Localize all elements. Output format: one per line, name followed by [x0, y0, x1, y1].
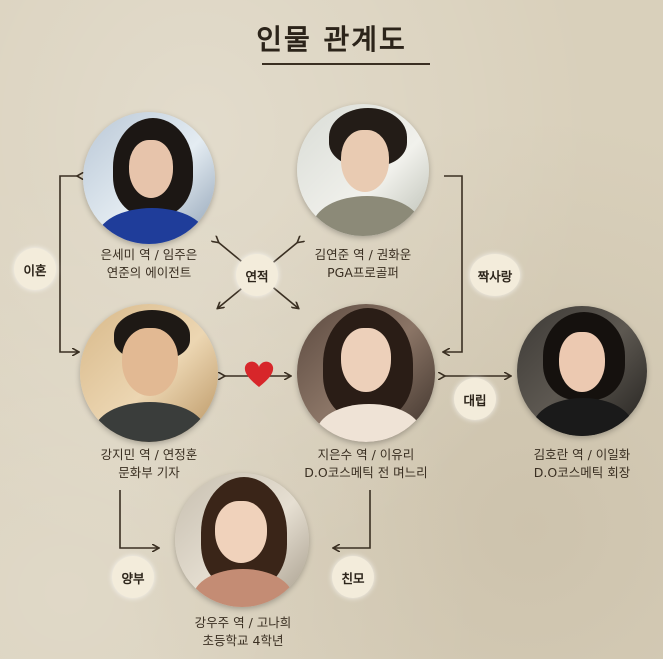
- badge-birth-mother: 친모: [332, 556, 374, 598]
- caption-kang-jimin: 강지민 역 / 연정훈 문화부 기자: [74, 446, 224, 482]
- caption-line1: 강지민 역 / 연정훈: [100, 447, 198, 462]
- caption-kang-wooju: 강우주 역 / 고나희 초등학교 4학년: [168, 614, 318, 650]
- caption-line1: 강우주 역 / 고나희: [194, 615, 292, 630]
- caption-line2: D.O코스메틱 전 며느리: [304, 465, 428, 480]
- caption-ji-eunsu: 지은수 역 / 이유리 D.O코스메틱 전 며느리: [276, 446, 456, 482]
- badge-rivals: 연적: [236, 254, 278, 296]
- portrait-eun-semi: [83, 112, 215, 244]
- badge-crush: 짝사랑: [470, 254, 520, 296]
- caption-line2: D.O코스메틱 회장: [533, 465, 631, 480]
- heart-icon: [244, 361, 274, 387]
- caption-line1: 지은수 역 / 이유리: [317, 447, 415, 462]
- portrait-kang-wooju: [175, 473, 309, 607]
- title-underline: [262, 63, 430, 65]
- birthmother-line: [334, 490, 371, 548]
- portrait-kim-horan: [517, 306, 647, 436]
- caption-line2: 연준의 에이전트: [106, 265, 192, 280]
- caption-line1: 은세미 역 / 임주은: [100, 247, 198, 262]
- badge-divorce: 이혼: [14, 248, 56, 290]
- crush-line: [444, 175, 463, 352]
- portrait-kang-jimin: [80, 304, 218, 442]
- diagram-title: 인물 관계도: [256, 23, 407, 56]
- portrait-kim-yeonjun: [297, 104, 429, 236]
- caption-line1: 김연준 역 / 권화운: [314, 247, 412, 262]
- badge-adoptive-father: 양부: [112, 556, 154, 598]
- divorce-line: [59, 176, 78, 352]
- caption-line1: 김호란 역 / 이일화: [533, 447, 631, 462]
- caption-kim-yeonjun: 김연준 역 / 권화운 PGA프로골퍼: [288, 246, 438, 282]
- caption-line2: PGA프로골퍼: [327, 265, 399, 280]
- adoptive-line: [119, 490, 158, 548]
- caption-kim-horan: 김호란 역 / 이일화 D.O코스메틱 회장: [502, 446, 662, 482]
- caption-line2: 초등학교 4학년: [202, 633, 284, 648]
- caption-eun-semi: 은세미 역 / 임주은 연준의 에이전트: [74, 246, 224, 282]
- badge-conflict: 대립: [454, 378, 496, 420]
- caption-line2: 문화부 기자: [118, 465, 180, 480]
- portrait-ji-eunsu: [297, 304, 435, 442]
